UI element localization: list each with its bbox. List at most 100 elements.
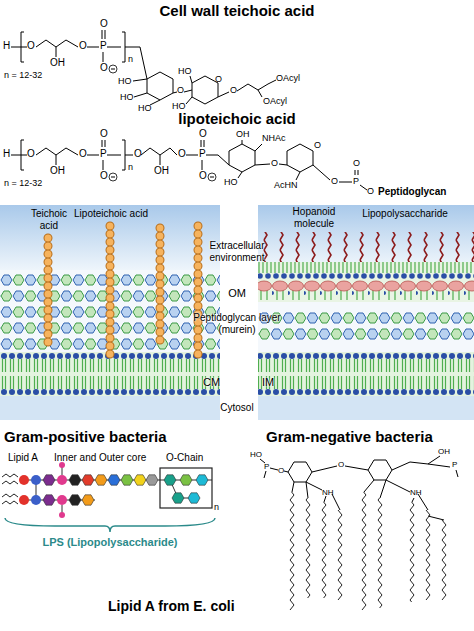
gram-negative-envelope [258, 310, 474, 326]
atom-label: O [199, 170, 207, 182]
lps-schematic [31, 475, 41, 485]
layer-label: Peptidoglycan layer (murein) [182, 312, 292, 335]
membrane-label: Lipopolysaccharide [350, 208, 460, 220]
gram-positive-envelope [0, 352, 220, 396]
atom-label: HO [250, 450, 262, 459]
chemical-bond [36, 148, 78, 165]
atom-label: O [230, 85, 237, 95]
gram-negative-envelope [258, 205, 474, 420]
chemical-bond [141, 148, 177, 165]
atom-label: OH [50, 165, 65, 177]
lipid-a-structure [288, 462, 312, 482]
atom-label: HO [120, 92, 134, 102]
atom-label: P [199, 148, 206, 160]
atom-label: O [271, 158, 278, 168]
atom-label: O [177, 85, 184, 95]
atom-label: P [264, 462, 269, 471]
lps-schematic [57, 475, 67, 485]
atom-label: O [100, 18, 108, 30]
atom-label: OH [438, 447, 450, 456]
lps-schematic [188, 493, 200, 503]
acyl-chain [288, 492, 448, 610]
acyl-chain [336, 510, 344, 600]
acyl-chain [424, 510, 432, 600]
lps-schematic [19, 475, 29, 485]
gram-positive-envelope [0, 205, 220, 420]
layer-label: OM [217, 287, 257, 300]
atom-label: O [100, 170, 108, 182]
atom-label: O [331, 176, 338, 186]
lipid-a-structure [292, 482, 340, 510]
atom-label: O [27, 148, 35, 160]
lps-schematic [43, 475, 55, 485]
membrane-label: Lipoteichoic acid [70, 208, 152, 220]
atom-label: O [27, 40, 35, 52]
heading: lipoteichoic acid [87, 110, 387, 127]
chemical-bond [229, 144, 255, 172]
atom-label: OH [50, 57, 65, 69]
acyl-chain [440, 520, 448, 600]
panel-title: Gram-positive bacteria [4, 428, 167, 445]
lps-schematic [134, 475, 146, 485]
lps-schematic [196, 475, 208, 485]
lps-schematic [19, 495, 29, 505]
membrane-label: Hopanoid molecule [283, 206, 345, 229]
lps-schematic [59, 512, 65, 518]
atom-label: O [178, 148, 186, 160]
lps-schematic [160, 468, 212, 508]
chemical-bond [36, 40, 78, 57]
atom-label: O [353, 158, 360, 168]
atom-label: O [199, 128, 207, 140]
lps-schematic [121, 475, 133, 485]
chemical-bond [192, 76, 218, 104]
atom-label: O [79, 148, 87, 160]
atom-label: HO [172, 101, 186, 111]
bracket-label: LPS (Lipopolysaccharide) [40, 536, 180, 549]
repeat-index: n [128, 54, 133, 64]
chemical-bond [11, 140, 367, 190]
membrane-label: Teichoic acid [26, 208, 72, 231]
atom-label: NH [322, 488, 334, 497]
chemical-bond [11, 140, 27, 170]
part-label: Inner and Outer core [54, 452, 146, 464]
atom-label: OAcyl [263, 96, 287, 106]
attachment-label: Peptidoglycan [378, 186, 446, 198]
lps-schematic [82, 475, 94, 485]
lps-schematic [24, 467, 212, 513]
chemical-bond [11, 30, 276, 105]
atom-label: HO [178, 66, 192, 76]
chemical-bond [122, 32, 147, 79]
lps-schematic [2, 474, 18, 504]
atom-label: P [100, 40, 107, 52]
atom-label: OAcyl [276, 73, 300, 83]
teichoic-chain [194, 226, 203, 362]
atom-label: O [134, 148, 142, 160]
atom-label: O [100, 62, 108, 74]
lps-schematic [164, 475, 176, 485]
chemical-bond [87, 30, 121, 62]
atom-label: HO [138, 103, 152, 113]
teichoic-chain [106, 226, 115, 362]
chemical-bond [111, 177, 115, 178]
atom-label: OH [154, 165, 169, 177]
lps-schematic [172, 493, 184, 503]
acyl-chain [360, 492, 368, 610]
acyl-chain [304, 498, 312, 598]
atom-label: O [278, 466, 284, 475]
atom-label: NH [410, 488, 422, 497]
lps-schematic [57, 495, 67, 505]
teichoic-chain [156, 228, 165, 348]
teichoic-chain [45, 238, 52, 348]
atom-label: O [100, 128, 108, 140]
lipid-a-structure [392, 456, 458, 477]
repeat-index: n [214, 502, 219, 512]
acyl-chain [288, 492, 296, 610]
atom-label: HO [224, 177, 238, 187]
gram-negative-envelope [258, 232, 474, 264]
lipid-a-structure [260, 459, 288, 478]
chemical-bond [210, 177, 214, 178]
atom-label: O [79, 40, 87, 52]
teichoic-chain [48, 226, 198, 362]
lipid-a-structure [368, 460, 392, 480]
